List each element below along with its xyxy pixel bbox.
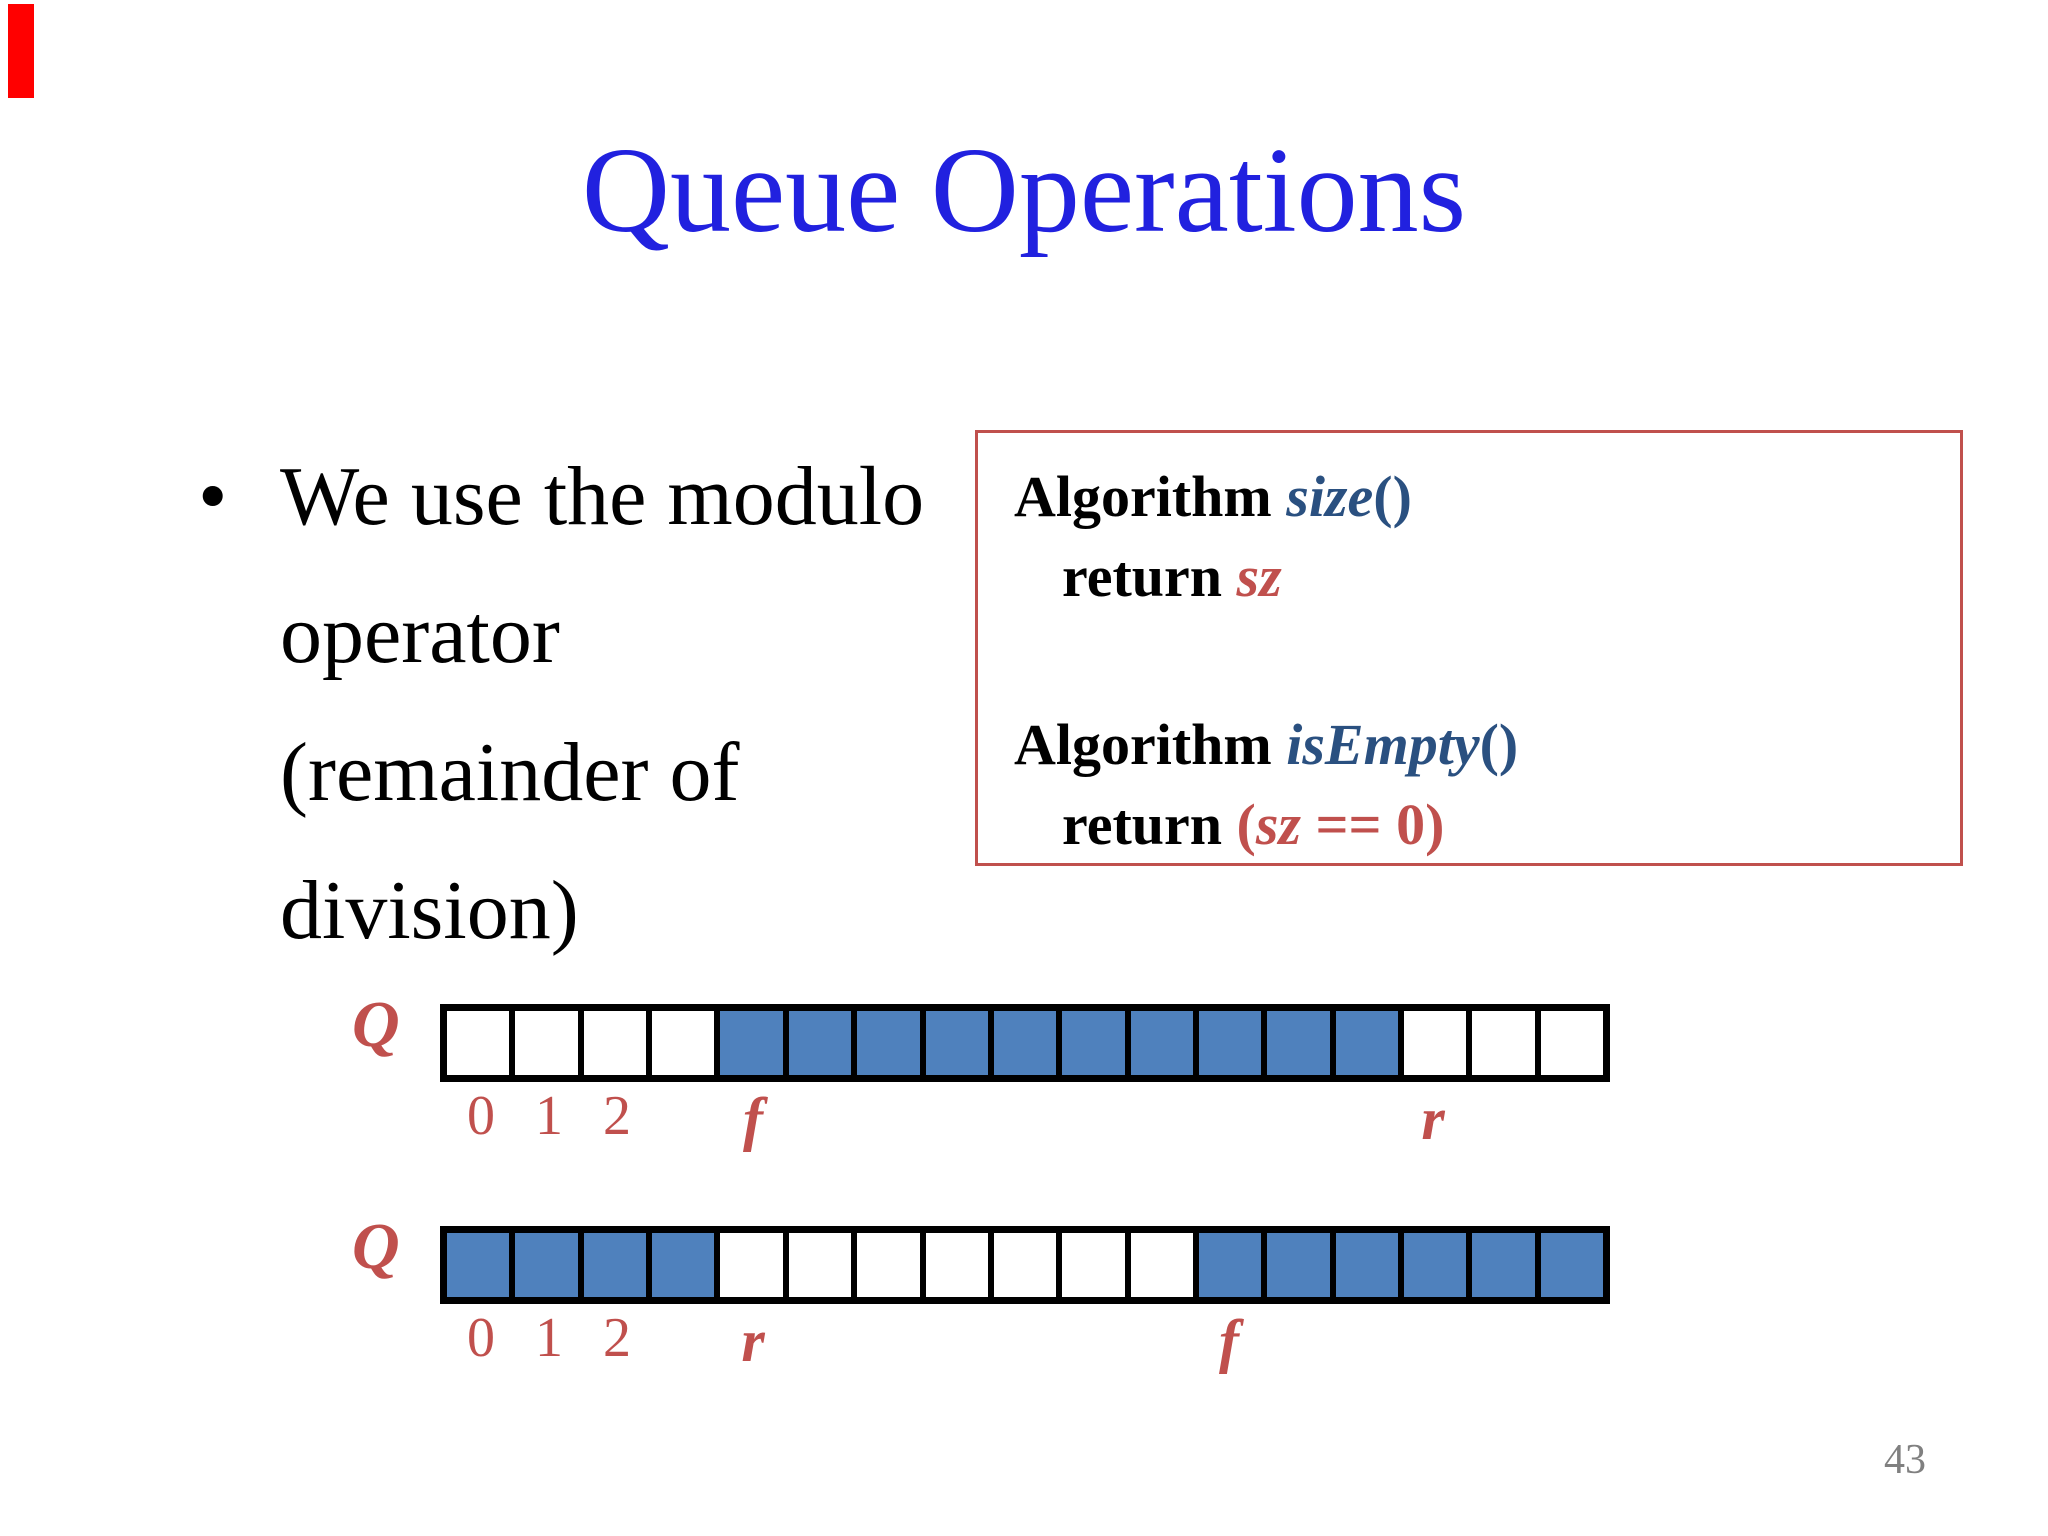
algorithm-text-segment: Algorithm — [1014, 464, 1287, 529]
algorithm-text-segment: () — [1479, 712, 1519, 777]
queue-cell-empty — [583, 1011, 653, 1075]
queue-cell-filled — [1472, 1233, 1541, 1297]
queue-index-label: r — [741, 1308, 765, 1374]
queue-cell-filled — [925, 1011, 994, 1075]
algorithm-text-segment: Algorithm — [1014, 712, 1287, 777]
queue-index-label: 0 — [467, 1307, 495, 1369]
queue-index-label: 1 — [535, 1085, 563, 1147]
queue-cell-filled — [993, 1011, 1063, 1075]
algorithm-text-segment: sz — [1236, 544, 1282, 609]
queue-cell-filled — [788, 1011, 858, 1075]
queue-index-label: 0 — [467, 1085, 495, 1147]
queue-cell-filled — [857, 1011, 926, 1075]
queue-cell-filled — [583, 1233, 653, 1297]
queue-cell-empty — [925, 1233, 994, 1297]
queue-index-label: 1 — [535, 1307, 563, 1369]
algorithm-text-segment: return — [1062, 792, 1237, 857]
queue-cell-empty — [788, 1233, 858, 1297]
queue-index-label: f — [1219, 1308, 1239, 1374]
queue-cell-filled — [720, 1011, 789, 1075]
bullet-line: We use the modulo — [280, 450, 925, 543]
queue-cell-empty — [857, 1233, 926, 1297]
algorithm-line: return sz — [1014, 537, 1960, 617]
queue-cell-filled — [1335, 1233, 1405, 1297]
queue-cell-empty — [1404, 1011, 1473, 1075]
queue-index-label: 2 — [603, 1307, 631, 1369]
algorithm-text-segment: size — [1286, 464, 1374, 529]
queue-cell-empty — [515, 1011, 584, 1075]
queue-cell-empty — [1472, 1011, 1541, 1075]
bullet-line: (remainder of — [280, 726, 740, 819]
queue-cell-filled — [1540, 1233, 1604, 1297]
page-title: Queue Operations — [581, 123, 1467, 258]
algorithm-line: return (sz == 0) — [1014, 785, 1960, 865]
queue-cell-empty — [652, 1011, 721, 1075]
queue-cells — [440, 1004, 1610, 1082]
queue-index-label: 2 — [603, 1085, 631, 1147]
algorithm-text-segment: == 0) — [1301, 792, 1445, 857]
queue-cell-filled — [1130, 1011, 1199, 1075]
algorithm-text-segment: isEmpty — [1286, 712, 1480, 777]
queue-cell-filled — [447, 1233, 516, 1297]
algorithm-text-segment: sz — [1255, 792, 1301, 857]
algorithm-text-segment: return — [1062, 544, 1237, 609]
queue-cell-filled — [1198, 1011, 1268, 1075]
algorithm-text-segment: () — [1373, 464, 1412, 529]
bullet-text: We use the modulo operator (remainder of di… — [280, 428, 1020, 980]
bullet-line: division) — [280, 864, 579, 957]
queue-cell-empty — [1540, 1011, 1604, 1075]
queue-cell-filled — [1404, 1233, 1473, 1297]
algorithm-line: Algorithm isEmpty() — [1014, 705, 1960, 785]
bullet-line: operator — [280, 588, 560, 681]
bullet-icon: • — [198, 450, 228, 543]
queue-cell-filled — [652, 1233, 721, 1297]
queue-cell-empty — [993, 1233, 1063, 1297]
queue-index-label: f — [743, 1086, 763, 1152]
queue-cell-empty — [720, 1233, 789, 1297]
queue-cell-empty — [447, 1011, 516, 1075]
queue-cell-filled — [515, 1233, 584, 1297]
queue-cells — [440, 1226, 1610, 1304]
queue-cell-filled — [1267, 1011, 1336, 1075]
page-number: 43 — [1884, 1437, 1926, 1483]
queue-cell-filled — [1062, 1011, 1131, 1075]
queue-index-label: r — [1421, 1086, 1445, 1152]
red-corner-marker — [8, 4, 34, 98]
queue-label: Q — [352, 988, 400, 1061]
queue-cell-filled — [1267, 1233, 1336, 1297]
algorithm-text-segment: ( — [1236, 792, 1256, 857]
queue-label: Q — [352, 1210, 400, 1283]
algorithm-line: Algorithm size() — [1014, 457, 1960, 537]
queue-cell-filled — [1198, 1233, 1268, 1297]
queue-cell-empty — [1062, 1233, 1131, 1297]
queue-cell-filled — [1335, 1011, 1405, 1075]
queue-cell-empty — [1130, 1233, 1199, 1297]
